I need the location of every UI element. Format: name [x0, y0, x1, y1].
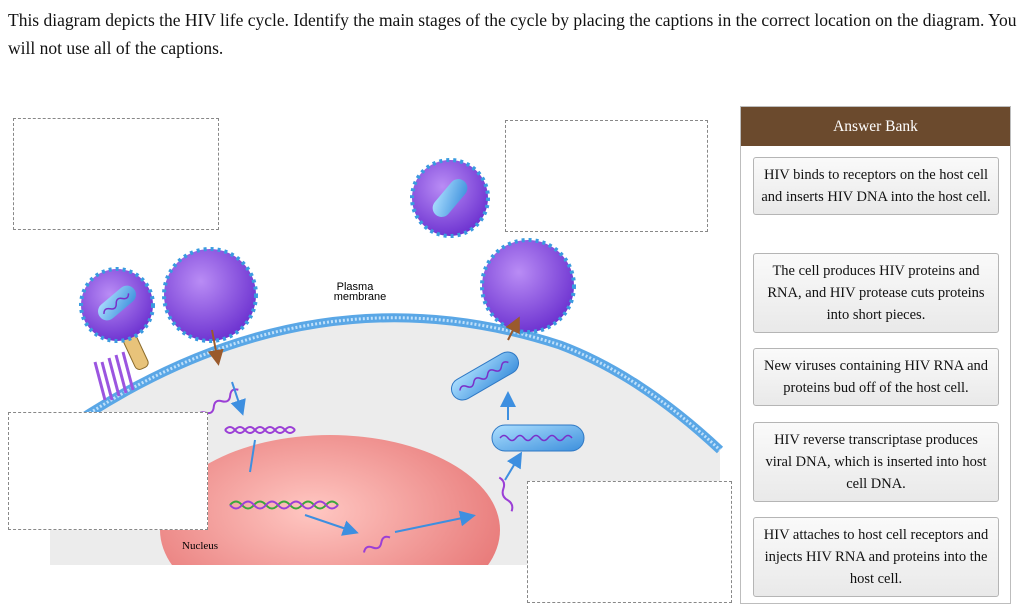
viral-rna-left: [196, 381, 359, 536]
instructions-text: This diagram depicts the HIV life cycle.…: [8, 10, 1017, 58]
drop-zone-4[interactable]: [527, 481, 732, 603]
caption-card[interactable]: HIV binds to receptors on the host cell …: [753, 157, 999, 215]
drop-zone-1[interactable]: [13, 118, 219, 230]
virus-fusing: [162, 247, 258, 366]
drop-zone-2[interactable]: [505, 120, 708, 232]
viral-rna-right: [363, 351, 585, 553]
virus-budding: [480, 238, 576, 341]
nucleus: [160, 435, 500, 565]
drop-zone-3[interactable]: [8, 412, 208, 530]
answer-bank-title: Answer Bank: [741, 107, 1010, 146]
diagram-illustration: Plasma membrane Nucleus: [47, 158, 724, 565]
plasma-label-line1: Plasma: [337, 281, 375, 293]
virus-released: [410, 158, 490, 238]
caption-card[interactable]: The cell produces HIV proteins and RNA, …: [753, 253, 999, 333]
plasma-label-line2: membrane: [334, 291, 387, 303]
caption-card[interactable]: HIV attaches to host cell receptors and …: [753, 517, 999, 597]
caption-card[interactable]: HIV reverse transcriptase produces viral…: [753, 422, 999, 502]
answer-bank: Answer Bank HIV binds to receptors on th…: [740, 106, 1011, 604]
hiv-life-cycle-diagram: Plasma membrane Nucleus: [0, 100, 740, 610]
virus-attaching: [79, 267, 155, 401]
caption-card[interactable]: New viruses containing HIV RNA and prote…: [753, 348, 999, 406]
nucleus-label: Nucleus: [182, 540, 218, 552]
